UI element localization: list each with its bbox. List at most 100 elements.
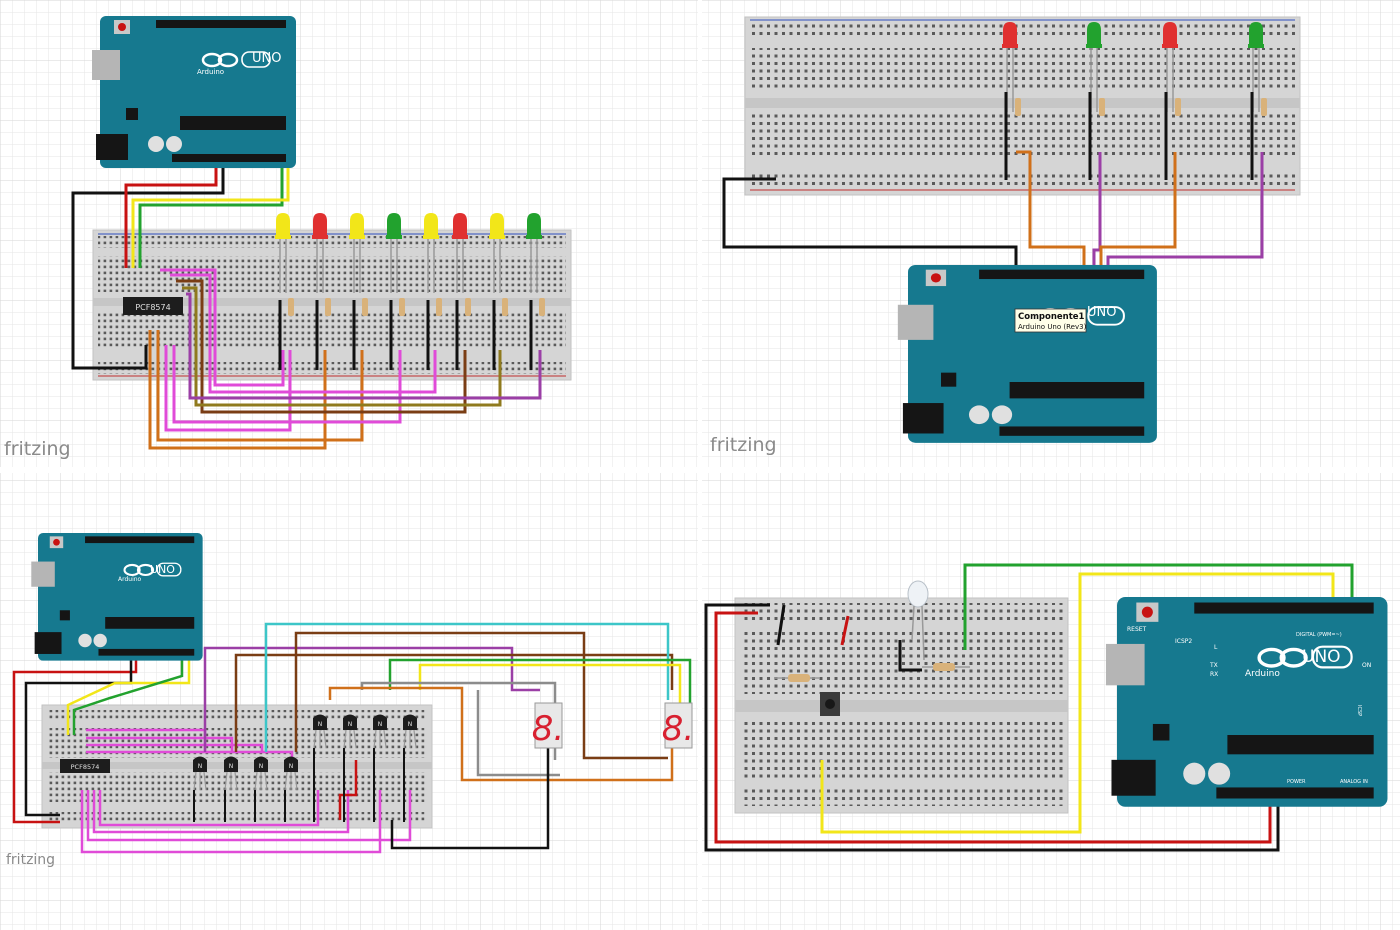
led <box>489 213 508 316</box>
transistor-leg <box>343 729 347 749</box>
led <box>312 213 331 316</box>
resistor <box>1175 98 1181 116</box>
led-body <box>453 213 467 237</box>
led-body <box>1003 22 1017 46</box>
arduino-uno-board <box>92 16 296 168</box>
fritzing-watermark: fritzing <box>710 434 777 456</box>
led-rim <box>349 235 365 239</box>
seven-seg-digit: 8. <box>662 709 694 749</box>
transistor-body <box>224 756 238 772</box>
wires <box>722 150 1264 272</box>
on-label: ON <box>1362 662 1371 669</box>
resistor <box>502 298 508 316</box>
component-tooltip: Componente1 Arduino Uno (Rev3) <box>1014 308 1087 333</box>
led-body <box>527 213 541 237</box>
transistor-body <box>343 714 357 730</box>
npn-transistor: N <box>343 714 357 822</box>
led <box>349 213 368 316</box>
npn-transistor: N <box>313 714 327 822</box>
transistor-body <box>403 714 417 730</box>
transistor-label: N <box>229 763 234 770</box>
transistor-body <box>193 756 207 772</box>
tooltip-title: Componente1 <box>1018 312 1085 322</box>
led <box>1002 22 1021 116</box>
icsp-right-label: ICSP <box>1356 705 1362 716</box>
transistor-leg <box>313 729 317 749</box>
icsp-label: ICSP2 <box>1175 638 1192 645</box>
transistor-label: N <box>378 721 383 728</box>
npn-transistor: N <box>373 714 387 822</box>
transistor-label: N <box>408 721 413 728</box>
pushbutton[interactable] <box>820 692 840 716</box>
led <box>275 213 294 316</box>
led-body <box>387 213 401 237</box>
transistor-label: N <box>318 721 323 728</box>
resistor <box>539 298 545 316</box>
led-array <box>275 213 545 370</box>
power-label: POWER <box>1287 779 1306 785</box>
transistor-leg <box>403 729 407 749</box>
reset-label: RESET <box>1127 626 1147 633</box>
board-brand-label: Arduino <box>1245 669 1280 679</box>
board-model-label: UNO <box>1087 305 1116 320</box>
resistor <box>465 298 471 316</box>
transistor-leg <box>373 729 377 749</box>
transistor-label: N <box>289 763 294 770</box>
led-body <box>490 213 504 237</box>
led <box>452 213 471 316</box>
arduino-uno-board <box>1106 597 1388 807</box>
board-labels: UNO Arduino UNO UNO Arduino UNO Arduino … <box>118 51 1371 785</box>
wires <box>704 563 1354 852</box>
led-rim <box>386 235 402 239</box>
arduino-uno-board <box>898 265 1157 443</box>
transistor-leg <box>203 771 207 791</box>
transistor-leg <box>264 771 268 791</box>
transistor-leg <box>294 771 298 791</box>
transistor-leg <box>323 729 327 749</box>
led-rim <box>489 235 505 239</box>
l-label: L <box>1214 644 1218 651</box>
npn-transistor: N <box>254 756 268 822</box>
led <box>1162 22 1181 116</box>
led-body <box>424 213 438 237</box>
resistor <box>325 298 331 316</box>
led <box>526 213 545 316</box>
led <box>1086 22 1105 116</box>
circuit-top-right: Componente1 Arduino Uno (Rev3) fritzing <box>710 16 1301 456</box>
led-rim <box>452 235 468 239</box>
led-rim <box>1086 44 1102 48</box>
transistor-leg <box>284 771 288 791</box>
pcf8574-chip: PCF8574 <box>60 759 110 773</box>
chip-label: PCF8574 <box>71 763 100 771</box>
led-body <box>1163 22 1177 46</box>
led-body <box>313 213 327 237</box>
transistor-leg <box>413 729 417 749</box>
seven-segment-display: 8. <box>532 702 564 749</box>
board-model-label: UNO <box>150 563 175 576</box>
led-rim <box>1248 44 1264 48</box>
transistor-body <box>284 756 298 772</box>
board-brand-label: Arduino <box>118 576 142 583</box>
rx-label: RX <box>1210 671 1218 678</box>
transistor-leg <box>353 729 357 749</box>
led-body <box>350 213 364 237</box>
tx-label: TX <box>1209 662 1218 669</box>
board-model-label: UNO <box>1302 647 1341 667</box>
transistor-leg <box>383 729 387 749</box>
circuit-bottom-right <box>704 563 1388 852</box>
resistor <box>775 674 820 682</box>
transistor-body <box>254 756 268 772</box>
resistor <box>436 298 442 316</box>
led <box>423 213 442 316</box>
npn-transistor: N <box>193 756 207 822</box>
circuit-top-left: PCF8574 fritzing <box>4 16 572 460</box>
npn-transistor: N <box>403 714 417 822</box>
board-model-label: UNO <box>252 51 281 66</box>
resistor <box>399 298 405 316</box>
led-rim <box>526 235 542 239</box>
resistor <box>1261 98 1267 116</box>
led-white <box>907 580 929 661</box>
seven-seg-digit: 8. <box>532 709 564 749</box>
